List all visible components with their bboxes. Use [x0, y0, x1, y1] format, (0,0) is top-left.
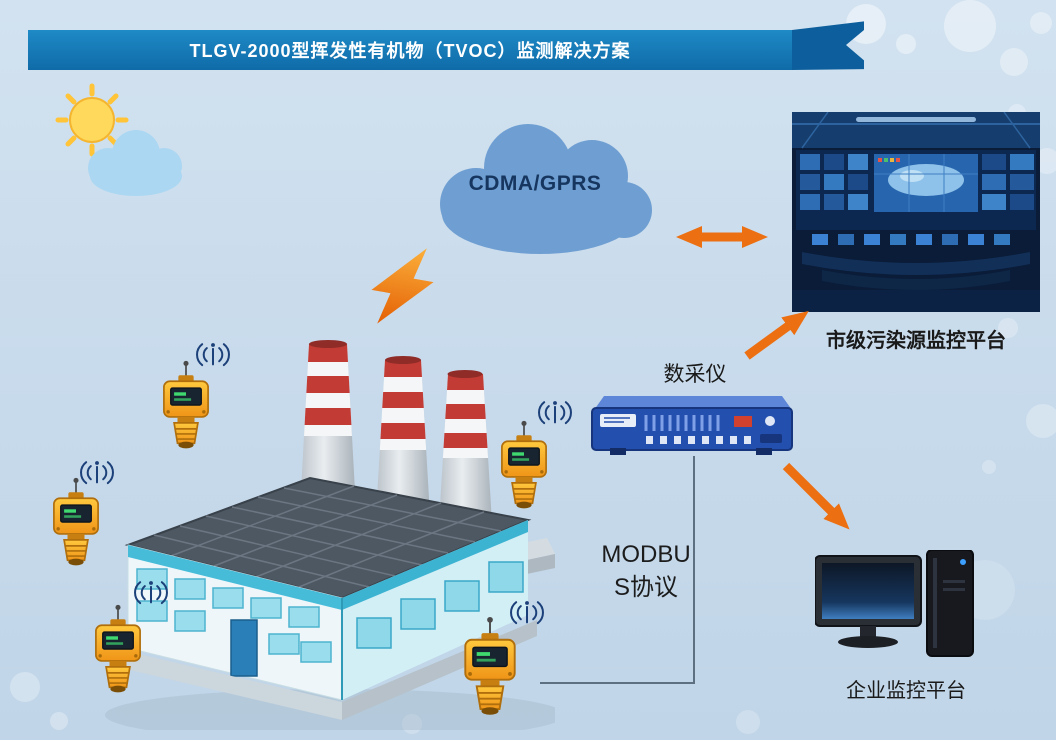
background-bubble [50, 712, 68, 730]
wireless-signal-icon [80, 460, 114, 485]
modbus-line2: S协议 [613, 574, 678, 601]
sun-icon [55, 83, 129, 157]
title-ribbon [28, 21, 864, 70]
weather-cloud-icon [88, 130, 182, 196]
arrow-up-right-icon [744, 311, 809, 360]
modbus-protocol-label: MODBU S协议 [592, 538, 700, 604]
background-bubble [1000, 48, 1028, 76]
background-bubble [998, 318, 1018, 338]
background-bubble [1026, 404, 1056, 438]
background-bubble [1030, 12, 1052, 34]
wireless-signal-icon [538, 400, 572, 425]
enterprise-platform-label: 企业监控平台 [846, 680, 966, 702]
modbus-connection-line [540, 456, 695, 684]
network-cloud-label: CDMA/GPRS [468, 172, 602, 195]
gas-detector-1 [163, 360, 209, 450]
control-room-photo [792, 112, 1040, 312]
data-collector-label: 数采仪 [663, 363, 727, 386]
banner-title: TLGV-2000型挥发性有机物（TVOC）监测解决方案 [189, 41, 631, 61]
gas-detector-5 [464, 616, 516, 716]
background-bubble [10, 672, 40, 702]
bidirectional-arrow-icon [676, 226, 768, 248]
data-collector-device [591, 396, 793, 455]
modbus-line1: MODBU [601, 541, 691, 568]
background-bubble [982, 460, 996, 474]
background-bubble [944, 0, 996, 52]
background-bubble [402, 714, 422, 734]
city-platform-label: 市级污染源监控平台 [826, 330, 1006, 352]
network-cloud [440, 124, 652, 254]
enterprise-computer [815, 550, 974, 657]
arrow-down-right-icon [782, 462, 850, 530]
gas-detector-3 [95, 604, 141, 694]
background-bubble [736, 710, 760, 734]
lightning-bolt-icon [371, 248, 434, 324]
background-bubble [896, 34, 916, 54]
gas-detector-2 [53, 477, 99, 567]
wireless-signal-icon [196, 342, 230, 367]
wireless-signal-icon [134, 580, 168, 605]
